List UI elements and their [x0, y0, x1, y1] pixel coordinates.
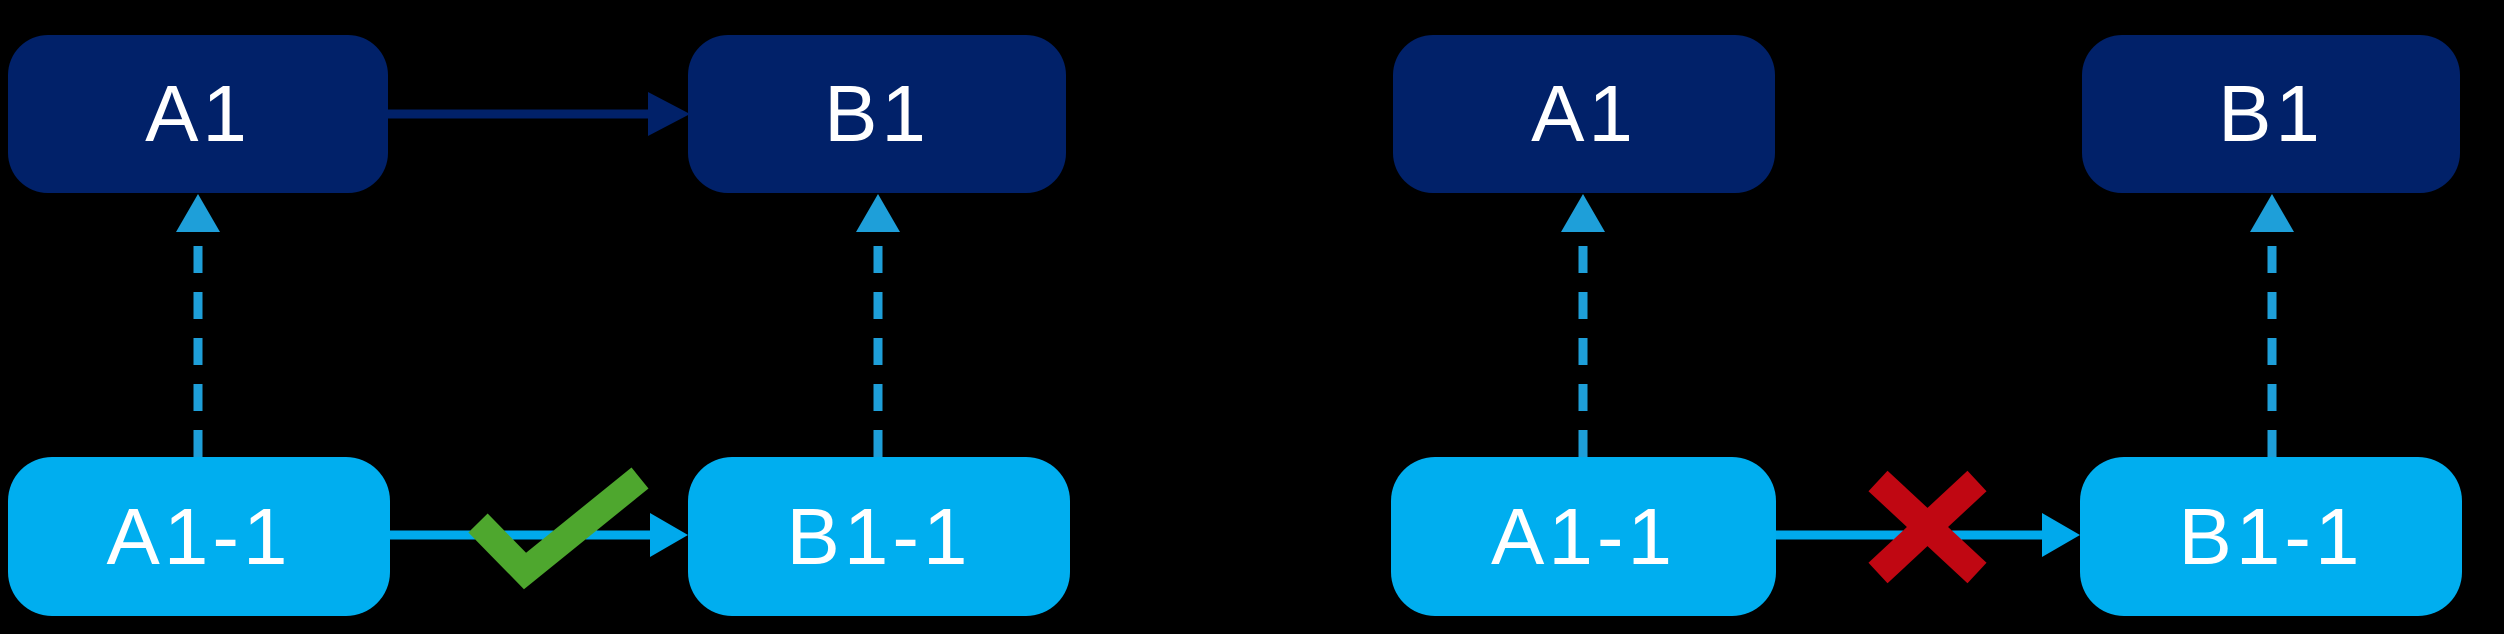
node-label: B1 — [2218, 69, 2324, 158]
dashed-arrow-right-a-head — [1561, 194, 1605, 232]
node-parent-a1-right: A1 — [1393, 35, 1775, 193]
node-child-a1-1-left: A1-1 — [8, 457, 390, 616]
node-parent-b1-left: B1 — [688, 35, 1066, 193]
child-arrow-right — [1776, 513, 2080, 557]
node-parent-b1-right: B1 — [2082, 35, 2460, 193]
node-label: A1-1 — [106, 491, 292, 581]
dashed-arrow-left-a-head — [176, 194, 220, 232]
dashed-arrow-left-a — [176, 194, 220, 457]
dashed-arrow-right-a — [1561, 194, 1605, 457]
dashed-arrow-right-b — [2250, 194, 2294, 457]
node-label: A1 — [145, 69, 251, 158]
node-parent-a1-left: A1 — [8, 35, 388, 193]
node-label: A1 — [1531, 69, 1637, 158]
node-label: B1-1 — [786, 491, 972, 581]
parent-arrow-left-head — [648, 92, 690, 136]
node-child-b1-1-left: B1-1 — [688, 457, 1070, 616]
dashed-arrow-right-b-head — [2250, 194, 2294, 232]
node-label: B1 — [824, 69, 930, 158]
check-icon — [468, 467, 649, 590]
child-arrow-right-head — [2042, 513, 2080, 557]
child-arrow-left — [390, 513, 688, 557]
cross-icon — [1868, 470, 1987, 584]
dashed-arrow-left-b-head — [856, 194, 900, 232]
parent-arrow-left — [388, 92, 690, 136]
node-child-a1-1-right: A1-1 — [1391, 457, 1776, 616]
node-label: B1-1 — [2178, 491, 2364, 581]
node-label: A1-1 — [1491, 491, 1676, 581]
node-child-b1-1-right: B1-1 — [2080, 457, 2462, 616]
dashed-arrow-left-b — [856, 194, 900, 457]
child-arrow-left-head — [650, 513, 688, 557]
